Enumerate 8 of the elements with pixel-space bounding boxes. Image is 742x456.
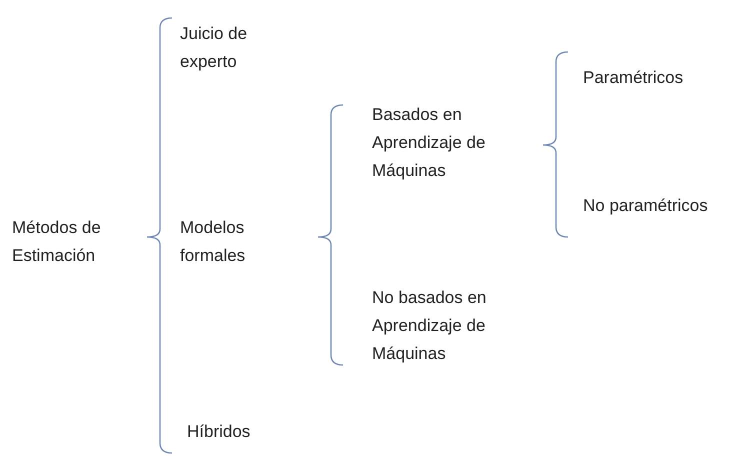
- branch-label: Juicio de experto: [180, 23, 248, 73]
- branch-label: Métodos de Estimación: [12, 217, 102, 267]
- branch-label: Modelos formales: [180, 217, 246, 267]
- branch-label: Basados en Aprendizaje de Máquinas: [372, 104, 486, 182]
- branch-label: Paramétricos: [583, 67, 684, 89]
- branch-label: No paramétricos: [583, 195, 709, 217]
- branch-label: Híbridos: [187, 421, 252, 443]
- branch-label: No basados en Aprendizaje de Máquinas: [372, 287, 488, 365]
